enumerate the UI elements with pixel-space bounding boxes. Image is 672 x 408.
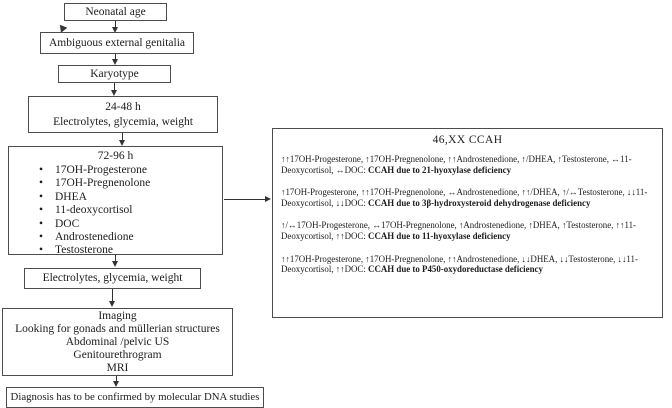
list-item: Androstenedione (39, 231, 216, 244)
hormone-pattern: ↑↑17OH-Progesterone, ↑17OH-Pregnenolone,… (281, 253, 638, 275)
imaging-line: Imaging (98, 309, 137, 322)
imaging-line: Abdominal /pelvic US (65, 335, 170, 348)
labs-72-96-box: 72-96 h 17OH-Progesterone 17OH-Pregnenol… (8, 146, 223, 258)
list-item: 11-deoxycortisol (39, 204, 216, 217)
ccah-diagnosis: CCAH due to 3β-hydroxysteroid dehydrogen… (368, 197, 591, 208)
diagnosis-note-box: Diagnosis has to be confirmed by molecul… (6, 387, 264, 408)
imaging-line: MRI (106, 361, 129, 374)
arrow-electrolytes-to-imaging (109, 289, 116, 307)
ccah-finding: ↑↑17OH-Progesterone, ↑17OH-Pregnenolone,… (281, 254, 654, 275)
labs-72-96-title: 72-96 h (97, 150, 134, 162)
ccah-finding: ↑↑17OH-Progesterone, ↑17OH-Pregnenolone,… (281, 154, 654, 175)
ccah-finding: ↑17OH-Progesterone, ↑↑17OH-Pregnenolone,… (281, 187, 654, 208)
list-item: Testosterone (39, 244, 216, 257)
imaging-line: Looking for gonads and müllerian structu… (15, 322, 220, 335)
neonatal-age-box: Neonatal age (64, 3, 167, 21)
arrow-72-96-to-electrolytes (112, 255, 119, 267)
ccah-panel-title: 46,XX CCAH (432, 134, 503, 146)
electrolytes-recheck-label: Electrolytes, glycemia, weight (42, 272, 183, 284)
imaging-box: Imaging Looking for gonads and müllerian… (2, 308, 233, 376)
arrow-neonatal-to-ambiguous (112, 21, 119, 33)
ccah-panel: 46,XX CCAH ↑↑17OH-Progesterone, ↑17OH-Pr… (272, 128, 663, 318)
electrolytes-recheck-box: Electrolytes, glycemia, weight (24, 268, 201, 289)
list-item: 17OH-Pregnenolone (39, 177, 216, 190)
hormone-pattern: ↑↑17OH-Progesterone, ↑17OH-Pregnenolone,… (281, 154, 632, 175)
imaging-line: Genitourethrogram (73, 348, 162, 361)
ccah-finding: ↑/↔17OH-Progesterone, ↔17OH-Pregnenolone… (281, 220, 654, 241)
ccah-diagnosis: CCAH due to P450-oxydoreductase deficien… (368, 264, 543, 275)
list-item: DHEA (39, 191, 216, 204)
arrow-imaging-to-diagnosis (113, 376, 120, 387)
diagnosis-note-label: Diagnosis has to be confirmed by molecul… (10, 391, 260, 403)
hormone-pattern: ↑17OH-Progesterone, ↑↑17OH-Pregnenolone,… (281, 187, 648, 208)
ccah-diagnosis: CCAH due to 11-hyoxylase deficiency (368, 230, 511, 241)
labs-24-48-subtitle: Electrolytes, glycemia, weight (53, 115, 193, 128)
arrow-72-96-to-ccah-panel (224, 196, 271, 203)
neonatal-age-label: Neonatal age (85, 5, 146, 18)
karyotype-label: Karyotype (90, 67, 139, 80)
labs-24-48-title: 24-48 h (105, 100, 141, 113)
hormone-pattern: ↑/↔17OH-Progesterone, ↔17OH-Pregnenolone… (281, 220, 636, 241)
arrow-24-48-to-72-96 (119, 133, 126, 146)
ambiguous-genitalia-box: Ambiguous external genitalia (40, 32, 194, 54)
list-item: 17OH-Progesterone (39, 164, 216, 177)
list-item: DOC (39, 218, 216, 231)
arrow-ambiguous-to-karyotype (112, 54, 119, 65)
labs-72-96-list: 17OH-Progesterone 17OH-Pregnenolone DHEA… (15, 164, 216, 258)
arrow-karyotype-to-24-48 (111, 83, 118, 96)
ccah-diagnosis: CCAH due to 21-hyoxylase deficiency (368, 164, 512, 175)
ambiguous-genitalia-label: Ambiguous external genitalia (48, 36, 186, 49)
labs-24-48-box: 24-48 h Electrolytes, glycemia, weight (28, 96, 218, 133)
karyotype-box: Karyotype (58, 65, 171, 83)
